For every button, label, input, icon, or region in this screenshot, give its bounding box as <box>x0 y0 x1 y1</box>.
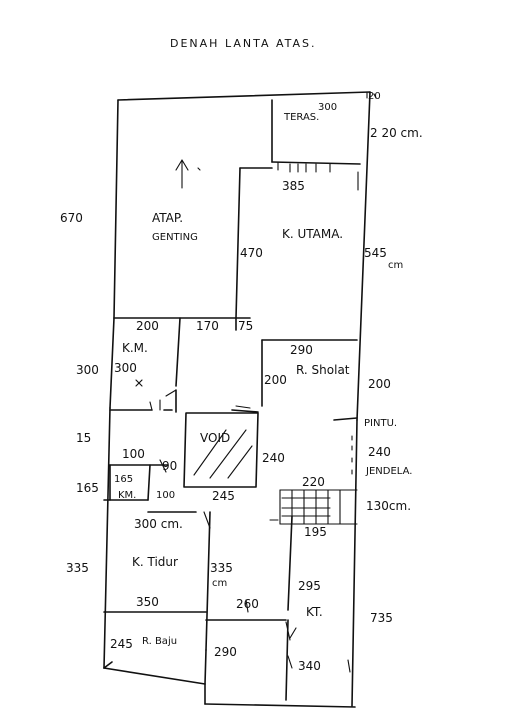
label-atap-2: GENTING <box>152 232 198 243</box>
stairs <box>269 489 358 525</box>
dim-545-a: 545 <box>364 246 387 260</box>
dim-470: 470 <box>240 246 263 260</box>
dim-350: 350 <box>136 595 159 609</box>
dim-240-right: 240 <box>368 445 391 459</box>
dim-165-outer: 165 <box>76 481 99 495</box>
dim-335-inner-b: cm <box>212 578 227 589</box>
dim-735: 735 <box>370 611 393 625</box>
dim-90: 90 <box>162 459 177 473</box>
dim-240-void: 240 <box>262 451 285 465</box>
dim-335-outer: 335 <box>66 561 89 575</box>
tick-marks <box>149 91 377 411</box>
dim-170: 170 <box>196 319 219 333</box>
dim-385: 385 <box>282 179 305 193</box>
label-r-sholat: R. Sholat <box>296 363 350 377</box>
dim-195: 195 <box>304 525 327 539</box>
label-k-utama: K. UTAMA. <box>282 227 343 241</box>
dim-245-mid: 245 <box>212 489 235 503</box>
dim-220cm: 2 20 cm. <box>370 126 423 140</box>
label-pintu: PINTU. <box>364 418 397 429</box>
dim-290-bottom: 290 <box>214 645 237 659</box>
label-kt: KT. <box>306 605 323 619</box>
outer-walls <box>103 91 371 708</box>
dim-220-stairs: 220 <box>302 475 325 489</box>
label-atap-1: ATAP. <box>152 211 183 225</box>
label-k-tidur: K. Tidur <box>132 555 178 569</box>
dim-340: 340 <box>298 659 321 673</box>
label-r-baju: R. Baju <box>142 636 177 647</box>
dim-300cm: 300 cm. <box>134 517 183 531</box>
dim-335-inner-a: 335 <box>210 561 233 575</box>
dim-20: 20 <box>368 91 381 102</box>
dim-545-b: cm <box>388 260 403 271</box>
dim-200-km: 200 <box>136 319 159 333</box>
arrow-up-icon <box>175 159 201 189</box>
label-jendela: JENDELA. <box>365 466 412 477</box>
dim-75: 75 <box>238 319 253 333</box>
void-hatch <box>193 429 253 479</box>
dim-200-rs: 200 <box>264 373 287 387</box>
door-marks <box>135 161 359 673</box>
dim-290-top: 290 <box>290 343 313 357</box>
dim-300-outer: 300 <box>76 363 99 377</box>
dim-295: 295 <box>298 579 321 593</box>
dim-130cm: 130cm. <box>366 499 411 513</box>
dim-200-right: 200 <box>368 377 391 391</box>
dim-100-a: 100 <box>122 447 145 461</box>
dim-100-b: 100 <box>156 490 175 501</box>
dimension-labels: 20 300 2 20 cm. 385 670 470 545 cm 200 1… <box>60 91 423 673</box>
dim-15: 15 <box>76 431 91 445</box>
dim-300-inner: 300 <box>114 361 137 375</box>
dim-245-baju: 245 <box>110 637 133 651</box>
dim-165-inner: 165 <box>114 474 133 485</box>
dim-300-teras: 300 <box>318 102 337 113</box>
room-labels: TERAS. ATAP. GENTING K. UTAMA. K.M. R. S… <box>118 112 412 647</box>
plan-title: DENAH LANTA ATAS. <box>170 37 317 50</box>
dim-260: 260 <box>236 597 259 611</box>
label-km-small: KM. <box>118 490 136 501</box>
interior-walls <box>103 99 361 701</box>
dim-670: 670 <box>60 211 83 225</box>
label-void: VOID <box>200 431 230 445</box>
label-teras: TERAS. <box>283 112 319 123</box>
label-km-top: K.M. <box>122 341 148 355</box>
